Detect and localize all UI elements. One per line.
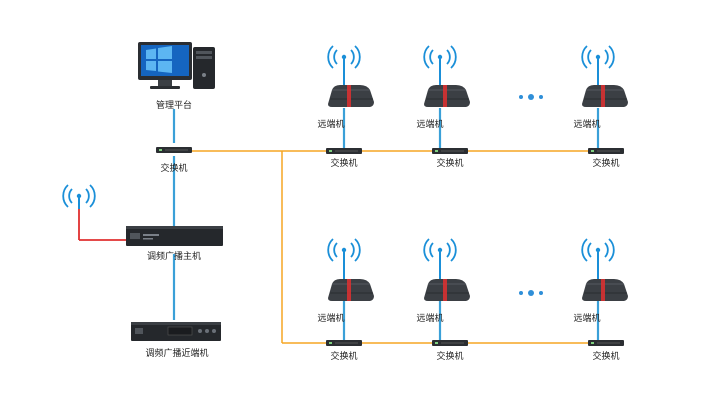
remote-unit-icon [327,278,375,302]
switch-icon [325,339,363,347]
switch-label: 交换机 [436,159,464,169]
remote-label: 远端机 [416,314,444,324]
remote-label: 远端机 [317,314,345,324]
management-platform-label: 管理平台 [155,101,193,111]
pc-tower-icon [193,47,215,89]
ellipsis-icon [519,290,543,296]
switch-label: 交换机 [330,159,358,169]
antenna-icon [423,45,457,71]
remote-unit-icon [581,84,629,108]
remote-label: 远端机 [416,120,444,130]
antenna-icon [62,184,96,210]
host-label: 调频广播主机 [146,252,202,262]
monitor-icon [138,42,192,89]
near-unit-icon [131,322,221,341]
ellipsis-icon [519,94,543,100]
remote-unit-icon [581,278,629,302]
antenna-icon [581,238,615,264]
near-unit-label: 调频广播近端机 [145,349,209,359]
switch-icon [325,147,363,155]
switch-icon [431,147,469,155]
switch-icon [155,146,193,154]
switch-icon [587,147,625,155]
remote-unit-icon [423,84,471,108]
antenna-icon [581,45,615,71]
antenna-icon [423,238,457,264]
remote-label: 远端机 [573,120,601,130]
remote-unit-icon [423,278,471,302]
antenna-icon [327,238,361,264]
switch-label: 交换机 [160,164,188,174]
antenna-icon [327,45,361,71]
fiber-links [190,150,590,344]
remote-unit-icon [327,84,375,108]
switch-label: 交换机 [436,352,464,362]
switch-icon [431,339,469,347]
switch-label: 交换机 [330,352,358,362]
switch-label: 交换机 [592,159,620,169]
switch-icon [587,339,625,347]
switch-label: 交换机 [592,352,620,362]
ethernet-links [172,108,600,340]
host-unit-icon [126,226,223,246]
remote-label: 远端机 [573,314,601,324]
remote-label: 远端机 [317,120,345,130]
